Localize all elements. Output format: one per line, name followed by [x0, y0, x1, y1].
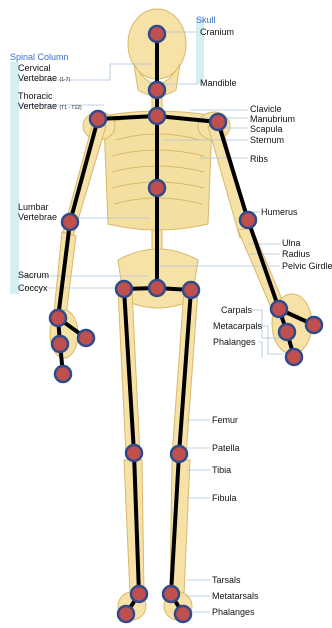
label-lumbar: Lumbar	[18, 202, 49, 212]
label-cranium: Cranium	[200, 27, 234, 37]
label-scapula: Scapula	[250, 124, 283, 134]
keypoint-right-toe	[175, 606, 191, 622]
keypoint-right-elbow	[240, 212, 256, 228]
spinal-column-group-label: Spinal Column	[10, 52, 69, 62]
keypoint-right-thumb	[306, 317, 322, 333]
label-tibia: Tibia	[212, 465, 231, 475]
label-cervical: Cervical	[18, 63, 51, 73]
label-radius: Radius	[282, 249, 310, 259]
keypoint-pelvis	[149, 280, 165, 296]
label-patella: Patella	[212, 443, 240, 453]
keypoint-left-hand	[52, 336, 68, 352]
keypoint-left-elbow	[62, 214, 78, 230]
keypoint-left-ankle	[131, 586, 147, 602]
keypoint-right-wrist	[271, 301, 287, 317]
keypoint-right-hand	[279, 324, 295, 340]
label-metatarsals: Metatarsals	[212, 591, 259, 601]
label-coccyx: Coccyx	[18, 283, 48, 293]
label-cervical-vertebrae: Vertebrae	[18, 73, 57, 83]
keypoint-chest	[149, 180, 165, 196]
label-metacarpals: Metacarpals	[213, 321, 262, 331]
keypoint-head	[149, 26, 165, 42]
label-manubrium: Manubrium	[250, 114, 295, 124]
keypoint-neck	[149, 108, 165, 124]
keypoint-right-fingertip	[286, 349, 302, 365]
label-thoracic-vertebrae-line: Vertebrae (T1 - T12)	[18, 101, 82, 113]
keypoint-left-wrist	[50, 310, 66, 326]
keypoint-left-knee	[126, 445, 142, 461]
label-phalanges-hand: Phalanges	[213, 337, 256, 347]
label-pelvic-girdle: Pelvic Girdle	[282, 261, 332, 271]
keypoint-right-hip	[183, 282, 199, 298]
label-sternum: Sternum	[250, 135, 284, 145]
label-thoracic: Thoracic	[18, 91, 53, 101]
label-phalanges-foot: Phalanges	[212, 607, 255, 617]
label-cervical-range: (1-7)	[60, 77, 71, 83]
label-cervical-vertebrae-line: Vertebrae (1-7)	[18, 73, 70, 85]
label-carpals: Carpals	[221, 305, 252, 315]
label-thoracic-vertebrae: Vertebrae	[18, 101, 57, 111]
keypoint-left-fingertip	[55, 366, 71, 382]
label-mandible: Mandible	[200, 78, 237, 88]
label-thoracic-range: (T1 - T12)	[60, 105, 82, 111]
keypoint-left-toe	[118, 606, 134, 622]
keypoint-right-ankle	[163, 586, 179, 602]
label-sacrum: Sacrum	[18, 270, 49, 280]
label-ulna: Ulna	[282, 238, 301, 248]
label-humerus: Humerus	[261, 207, 298, 217]
skull-group-label: Skull	[196, 15, 216, 25]
keypoint-chin	[149, 82, 165, 98]
label-lumbar-vertebrae: Vertebrae	[18, 212, 57, 222]
label-clavicle: Clavicle	[250, 104, 282, 114]
label-tarsals: Tarsals	[212, 575, 241, 585]
keypoint-left-shoulder	[90, 111, 106, 127]
keypoint-right-shoulder	[210, 114, 226, 130]
keypoint-left-hip	[116, 281, 132, 297]
label-fibula: Fibula	[212, 493, 237, 503]
keypoint-right-knee	[171, 446, 187, 462]
keypoint-left-thumb	[78, 330, 94, 346]
label-femur: Femur	[212, 415, 238, 425]
label-ribs: Ribs	[250, 154, 268, 164]
